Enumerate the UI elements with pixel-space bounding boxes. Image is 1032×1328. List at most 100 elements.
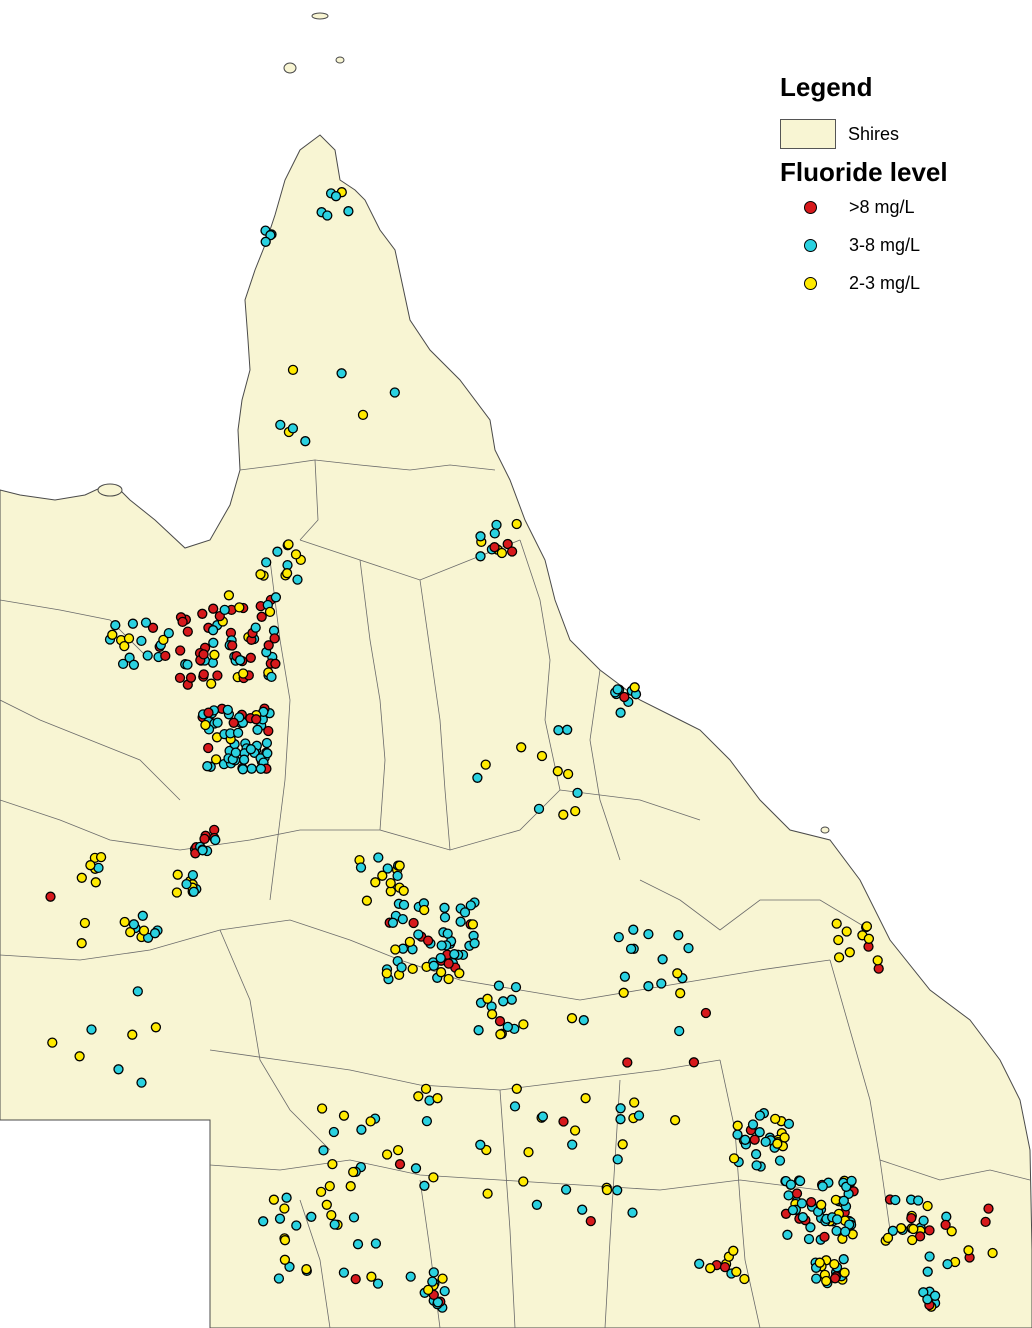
sample-point bbox=[238, 754, 250, 765]
sample-point bbox=[270, 658, 281, 669]
sample-point bbox=[428, 960, 439, 971]
sample-point bbox=[149, 928, 161, 939]
sample-point bbox=[423, 1284, 434, 1296]
sample-point bbox=[199, 833, 210, 845]
sample-point bbox=[338, 1110, 350, 1121]
sample-point bbox=[279, 1203, 290, 1214]
sample-point bbox=[924, 1225, 935, 1236]
islands bbox=[97, 12, 830, 834]
sample-point bbox=[482, 1188, 493, 1199]
sample-point bbox=[760, 1136, 771, 1148]
sample-point bbox=[489, 528, 500, 539]
sample-point bbox=[489, 542, 500, 553]
sample-point bbox=[127, 1029, 138, 1040]
sample-point bbox=[615, 1103, 626, 1114]
sample-point bbox=[673, 930, 684, 941]
sample-point bbox=[387, 917, 399, 928]
sample-point bbox=[292, 574, 303, 585]
sample-point bbox=[177, 616, 188, 628]
sample-point bbox=[533, 803, 545, 815]
sample-point bbox=[262, 748, 273, 759]
sample-point bbox=[473, 1025, 484, 1036]
sample-point bbox=[494, 1016, 506, 1027]
sample-point bbox=[577, 1204, 588, 1215]
sample-point bbox=[887, 1225, 899, 1236]
sample-point bbox=[260, 236, 271, 247]
level-label-mid: 3-8 mg/L bbox=[849, 234, 921, 255]
sample-point bbox=[929, 1290, 941, 1301]
sample-point bbox=[511, 1083, 522, 1094]
sample-point bbox=[382, 863, 393, 874]
sample-point bbox=[821, 1275, 832, 1287]
sample-point bbox=[796, 1198, 808, 1209]
sample-point bbox=[350, 1273, 361, 1285]
sample-point bbox=[475, 531, 486, 542]
sample-point bbox=[207, 625, 219, 636]
sample-point bbox=[787, 1204, 799, 1216]
sample-point bbox=[392, 1144, 404, 1156]
sample-point bbox=[498, 996, 509, 1007]
sample-point bbox=[615, 1114, 626, 1125]
sample-point bbox=[562, 768, 574, 780]
sample-point bbox=[536, 750, 548, 762]
sample-point bbox=[275, 419, 286, 431]
sample-point bbox=[256, 611, 267, 622]
level-label-high: >8 mg/L bbox=[849, 196, 915, 217]
sample-point bbox=[455, 916, 466, 927]
sample-point bbox=[672, 968, 683, 979]
sample-point bbox=[258, 1216, 269, 1227]
sample-point bbox=[212, 717, 223, 728]
sample-point bbox=[811, 1273, 822, 1284]
sample-point bbox=[137, 910, 148, 921]
shire-boundaries bbox=[0, 459, 1031, 1328]
sample-point bbox=[739, 1273, 750, 1285]
sample-point bbox=[732, 1129, 743, 1140]
sample-point bbox=[273, 1273, 285, 1284]
sample-point bbox=[502, 1021, 513, 1033]
sample-point bbox=[562, 724, 573, 735]
sample-point bbox=[372, 1278, 384, 1289]
fluoride-level-title: Fluoride level bbox=[780, 157, 948, 187]
sample-point bbox=[203, 742, 214, 754]
sample-point bbox=[95, 851, 107, 863]
sample-point bbox=[833, 934, 844, 946]
sample-point bbox=[301, 1264, 312, 1275]
sample-point bbox=[437, 1273, 448, 1284]
sample-point bbox=[279, 1254, 291, 1265]
sample-point bbox=[472, 772, 483, 783]
sample-point bbox=[612, 684, 623, 695]
sample-point bbox=[223, 590, 235, 601]
sample-point bbox=[230, 747, 241, 758]
sample-point bbox=[232, 727, 244, 739]
sample-point bbox=[493, 980, 505, 991]
sample-point bbox=[831, 1225, 842, 1237]
sample-point bbox=[518, 1019, 529, 1030]
sample-point bbox=[747, 1119, 759, 1130]
sample-point bbox=[770, 1113, 781, 1125]
yellow-dot-icon bbox=[804, 276, 817, 290]
sample-point bbox=[705, 1263, 716, 1274]
sample-point bbox=[829, 1273, 841, 1284]
sample-point bbox=[511, 518, 522, 530]
sample-point bbox=[797, 1212, 809, 1223]
sample-point bbox=[272, 546, 283, 557]
sample-point bbox=[580, 1093, 591, 1104]
sample-point bbox=[113, 1064, 124, 1075]
sample-point bbox=[326, 1209, 337, 1221]
sample-point bbox=[316, 1103, 328, 1114]
sample-point bbox=[674, 1025, 685, 1037]
sample-point bbox=[840, 1226, 851, 1237]
sample-point bbox=[245, 652, 256, 663]
sample-point bbox=[502, 538, 513, 550]
sample-point bbox=[219, 604, 230, 616]
sample-point bbox=[182, 659, 193, 670]
sample-point bbox=[839, 1267, 850, 1278]
sample-point bbox=[454, 968, 465, 979]
sample-point bbox=[365, 1116, 376, 1127]
sample-point bbox=[322, 210, 333, 221]
sample-point bbox=[385, 877, 396, 889]
sample-point bbox=[728, 1153, 740, 1164]
sample-point bbox=[329, 1219, 340, 1230]
sample-point bbox=[377, 870, 388, 881]
